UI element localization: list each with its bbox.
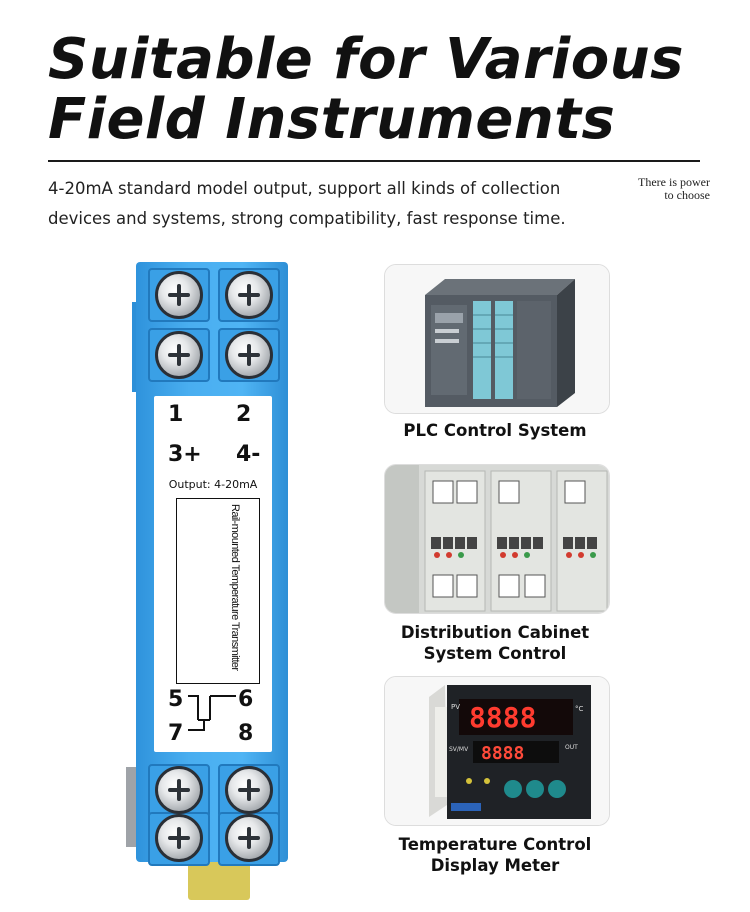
screw-icon [225,814,273,862]
product-name: Rail-mounted Temperature Transmitter [229,504,241,671]
headline-line-1: Suitable for Various [48,27,684,92]
terminal-number: 2 [236,402,252,427]
header-divider [48,160,700,162]
svg-text:°C: °C [575,705,584,713]
top-terminal-block [146,268,286,388]
terminal-number: 5 [168,687,183,712]
terminal-number: 6 [238,687,253,712]
cabinet-icon [384,464,610,614]
aside-note: There is power to choose [638,176,710,202]
screw-icon [155,271,203,319]
screw-icon [155,766,203,814]
bottom-terminal-block [146,764,286,866]
transmitter-device: 1 2 3+ 4- Output: 4-20mA Rail-mounted Te… [126,262,292,900]
terminal-number: 8 [238,721,253,746]
svg-text:8888: 8888 [481,743,524,764]
terminal-number: 7 [168,721,183,746]
meter-icon: 8888 8888 PV SV/MV °C OUT [384,676,610,826]
headline: Suitable for Various Field Instruments [48,30,728,150]
application-caption: Temperature Control Display Meter [398,835,592,875]
application-card: PLC Control System [370,264,620,444]
din-rail-clip [188,862,250,900]
device-label-panel: 1 2 3+ 4- Output: 4-20mA Rail-mounted Te… [154,396,272,752]
screw-icon [225,766,273,814]
svg-text:8888: 8888 [469,701,536,734]
plc-icon [384,264,610,414]
application-card: Distribution Cabinet System Control [370,464,620,664]
device-body: 1 2 3+ 4- Output: 4-20mA Rail-mounted Te… [136,262,288,866]
headline-line-2: Field Instruments [48,87,616,152]
screw-icon [155,331,203,379]
svg-text:PV: PV [451,703,460,711]
aside-line-1: There is power [638,175,710,189]
description-line-1: 4-20mA standard model output, support al… [48,179,561,198]
svg-text:SV/MV: SV/MV [449,746,469,753]
description: 4-20mA standard model output, support al… [48,174,608,234]
screw-icon [225,331,273,379]
svg-text:OUT: OUT [565,744,578,751]
wiring-diagram: 5 6 7 8 [168,687,253,746]
screw-icon [155,814,203,862]
application-caption: Distribution Cabinet System Control [400,623,590,663]
product-name-box: Rail-mounted Temperature Transmitter [176,498,260,684]
application-caption: PLC Control System [403,421,587,440]
aside-line-2: to choose [664,188,710,202]
application-card: 8888 8888 PV SV/MV °C OUT Temperature Co… [370,676,620,876]
terminal-number: 1 [168,402,184,427]
terminal-number: 4- [236,442,261,467]
description-line-2: devices and systems, strong compatibilit… [48,209,566,228]
terminal-number: 3+ [168,442,202,467]
din-rail-edge [126,767,136,847]
output-label: Output: 4-20mA [168,478,258,491]
screw-icon [225,271,273,319]
